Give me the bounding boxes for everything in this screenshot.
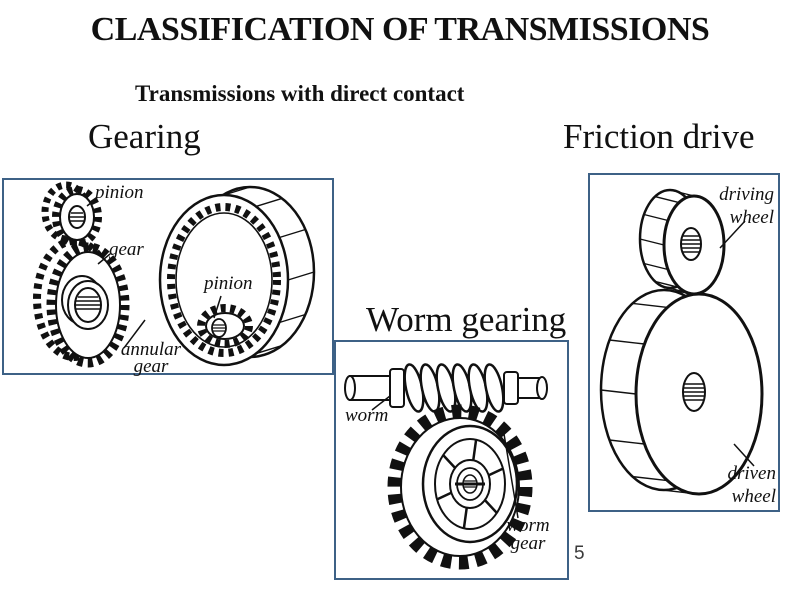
- friction-drive-heading: Friction drive: [563, 117, 755, 156]
- slide-title: CLASSIFICATION OF TRANSMISSIONS: [90, 11, 710, 48]
- label-gear: gear: [109, 239, 144, 260]
- label-annular-gear: annular gear: [116, 339, 186, 377]
- label-pinion-small: pinion: [95, 182, 144, 203]
- page-number: 5: [574, 543, 585, 564]
- worm-gearing-figure-box: [334, 340, 569, 580]
- worm-pointer-lines: [371, 395, 519, 519]
- annular-gear-drawing: [158, 185, 316, 367]
- label-worm-gear-line1: worm: [506, 515, 550, 536]
- label-driving-wheel-line2: wheel: [729, 207, 774, 228]
- driven-wheel-drawing: [599, 288, 764, 496]
- worm-gearing-illustration: [344, 363, 548, 570]
- label-annular-gear-line1: annular: [120, 339, 182, 360]
- worm-gearing-heading: Worm gearing: [366, 300, 567, 339]
- label-driven-wheel-line1: driven: [727, 463, 776, 484]
- friction-drive-figure-box: [588, 173, 780, 512]
- spur-gear-pair-drawing: [33, 181, 130, 368]
- worm-shaft-drawing: [344, 363, 548, 413]
- worm-wheel-drawing: [387, 404, 533, 570]
- slide-subtitle: Transmissions with direct contact: [135, 81, 465, 106]
- driving-wheel-drawing: [638, 188, 726, 296]
- label-worm-gear: worm gear: [497, 515, 559, 554]
- label-driven-wheel: driven wheel: [710, 462, 776, 508]
- label-worm-gear-line2: gear: [510, 533, 546, 554]
- label-driven-wheel-line2: wheel: [731, 486, 776, 507]
- label-driving-wheel: driving wheel: [700, 183, 774, 229]
- friction-pointer-lines: [719, 220, 755, 467]
- label-driving-wheel-line1: driving: [719, 184, 774, 205]
- gearing-pointer-lines: [86, 197, 222, 349]
- friction-drive-illustration: [599, 188, 764, 496]
- label-annular-gear-line2: gear: [133, 356, 169, 377]
- gearing-illustration: [33, 181, 316, 368]
- gearing-figure-box: [2, 178, 334, 375]
- label-pinion-annular: pinion: [204, 273, 253, 294]
- gearing-heading: Gearing: [88, 117, 201, 156]
- label-worm: worm: [345, 405, 389, 426]
